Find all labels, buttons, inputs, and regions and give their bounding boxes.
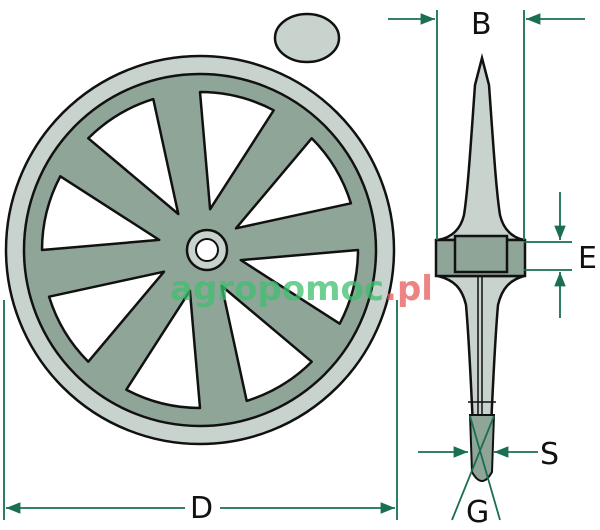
hub-center <box>453 234 509 274</box>
oval-part <box>273 12 341 64</box>
wheel-window <box>220 284 313 403</box>
wheel-window <box>239 248 360 325</box>
wheel-hub-hole <box>195 238 219 262</box>
wheel-side-view <box>434 53 527 482</box>
label-g: G <box>466 495 489 530</box>
wheel-window <box>125 289 202 410</box>
watermark: agropomoc.pl <box>170 269 433 309</box>
label-d: D <box>190 491 213 526</box>
wheel-window <box>87 97 180 216</box>
wheel-window <box>198 90 275 211</box>
label-e: E <box>578 241 597 276</box>
wheel-window <box>234 137 353 230</box>
wheel-window <box>40 175 161 252</box>
label-b: B <box>471 7 492 42</box>
upper-blade <box>437 53 525 242</box>
wheel-windows <box>40 90 360 410</box>
dimension-lines <box>3 10 585 521</box>
wheel-window <box>47 270 166 363</box>
wheel-front-view <box>4 54 396 446</box>
label-s: S <box>540 437 559 472</box>
